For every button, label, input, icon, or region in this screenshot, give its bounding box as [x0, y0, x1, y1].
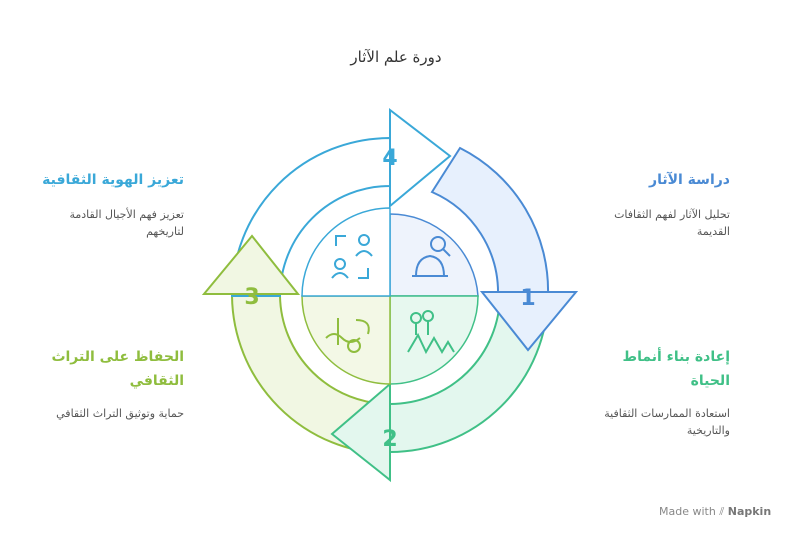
inner-quadrant-1: [389, 213, 479, 297]
arrow-head-1: [479, 291, 579, 352]
watermark-brand: Napkin: [727, 505, 772, 518]
step-1-desc-line2: القديمة: [696, 225, 730, 238]
step-number-1: 1: [520, 286, 535, 311]
step-2-desc-line2: والتاريخية: [686, 424, 730, 437]
arrow-head-3: [201, 234, 301, 295]
step-3-heading-line1: الحفاظ على التراث: [51, 349, 184, 365]
arrow-head-2: [330, 381, 391, 483]
step-number-2: 2: [382, 427, 397, 452]
people-landscape-icon: [407, 310, 455, 355]
step-3-heading-line2: الثقافي: [129, 373, 184, 389]
inner-quadrant-4: [301, 207, 391, 297]
step-4-block: تعزيز الهوية الثقافية تعزيز فهم الأجيال …: [18, 168, 184, 240]
napkin-watermark[interactable]: Made with ⫽ Napkin: [659, 505, 771, 519]
step-2-block: إعادة بناء أنماط الحياة استعادة الممارسا…: [560, 345, 730, 439]
step-3-block: الحفاظ على التراث الثقافي حماية وتوثيق ا…: [18, 345, 184, 422]
step-number-4: 4: [382, 146, 397, 171]
step-4-desc-line2: لتاريخهم: [146, 225, 184, 238]
step-2-desc-line1: استعادة الممارسات الثقافية: [604, 407, 730, 420]
diagram-title: دورة علم الآثار: [350, 48, 442, 66]
step-2-heading-line1: إعادة بناء أنماط: [622, 349, 730, 365]
step-1-heading: دراسة الآثار: [649, 172, 730, 188]
step-1-block: دراسة الآثار تحليل الآثار لفهم الثقافات …: [560, 168, 730, 240]
arrow-head-4: [389, 107, 452, 209]
archaeologist-hat-magnifier-icon: [412, 236, 451, 277]
step-1-desc-line1: تحليل الآثار لفهم الثقافات: [614, 208, 730, 221]
heritage-preservation-icon: [325, 318, 370, 353]
napkin-logo-icon: ⫽: [719, 505, 725, 518]
step-3-desc-line1: حماية وتوثيق التراث الثقافي: [56, 407, 184, 420]
step-4-heading: تعزيز الهوية الثقافية: [42, 172, 184, 188]
step-number-3: 3: [244, 285, 259, 310]
step-2-heading-line2: الحياة: [690, 373, 730, 389]
step-4-desc-line1: تعزيز فهم الأجيال القادمة: [69, 208, 184, 221]
generations-exchange-icon: [331, 234, 373, 279]
watermark-prefix: Made with: [659, 505, 716, 518]
